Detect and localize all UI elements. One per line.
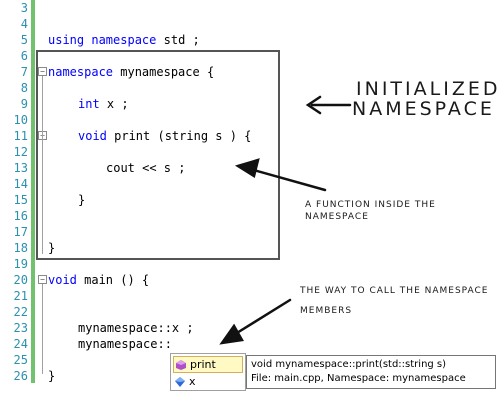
- annotation-initialized: INITIALIZED: [356, 78, 501, 100]
- code-line-11[interactable]: void print (string s ) {: [78, 129, 252, 143]
- line-number: 7: [20, 65, 28, 79]
- line-number: 17: [13, 225, 28, 239]
- line-number: 18: [13, 241, 28, 255]
- arrowhead-call: [219, 323, 244, 345]
- completion-item-label: print: [190, 358, 216, 371]
- fold-rail: [42, 284, 43, 374]
- line-number: 25: [13, 353, 28, 367]
- code-line-5[interactable]: using namespace std ;: [48, 33, 200, 47]
- line-number: 9: [20, 97, 28, 111]
- line-number: 14: [13, 177, 28, 191]
- code-line-15[interactable]: }: [78, 193, 86, 207]
- namespace-highlight-box: [36, 50, 280, 260]
- tooltip-file-info: File: main.cpp, Namespace: mynamespace: [251, 373, 466, 384]
- code-line-23[interactable]: mynamespace::x ;: [78, 321, 194, 335]
- method-icon: [176, 359, 186, 370]
- annotation-call-line1: THE WAY TO CALL THE NAMESPACE: [300, 286, 489, 296]
- arrowhead-namespace: [305, 95, 322, 115]
- line-number: 13: [13, 161, 28, 175]
- collapse-namespace-toggle[interactable]: −: [38, 67, 47, 76]
- code-line-26[interactable]: }: [48, 369, 56, 383]
- line-number: 22: [13, 305, 28, 319]
- line-number: 10: [13, 113, 28, 127]
- fold-rail: [42, 76, 43, 254]
- annotation-call-line2: MEMBERS: [300, 306, 353, 316]
- line-number: 19: [13, 257, 28, 271]
- line-number: 11: [13, 129, 28, 143]
- code-line-24[interactable]: mynamespace::: [78, 337, 172, 351]
- line-number: 16: [13, 209, 28, 223]
- change-indicator-bar: [31, 0, 35, 383]
- annotation-namespace: NAMESPACE: [352, 98, 495, 120]
- line-number: 15: [13, 193, 28, 207]
- line-number: 24: [13, 337, 28, 351]
- line-number: 5: [20, 33, 28, 47]
- completion-item-label: x: [189, 375, 196, 388]
- arrow-to-call: [230, 298, 292, 338]
- annotation-function-inside: A FUNCTION INSIDE THE NAMESPACE: [305, 200, 436, 222]
- line-number: 23: [13, 321, 28, 335]
- line-number: 6: [20, 49, 28, 63]
- code-line-13[interactable]: cout << s ;: [106, 161, 186, 175]
- signature-tooltip: void mynamespace::print(std::string s) F…: [246, 355, 496, 389]
- line-number: 12: [13, 145, 28, 159]
- completion-item-x[interactable]: x: [173, 373, 243, 390]
- arrow-to-function: [248, 167, 327, 192]
- arrowhead-function: [234, 158, 260, 178]
- line-number: 20: [13, 273, 28, 287]
- code-line-9[interactable]: int x ;: [78, 97, 129, 111]
- completion-item-print[interactable]: print: [173, 356, 243, 373]
- tooltip-signature: void mynamespace::print(std::string s): [251, 359, 447, 370]
- line-number: 21: [13, 289, 28, 303]
- intellisense-popup[interactable]: print x: [170, 353, 246, 391]
- code-line-7[interactable]: namespace mynamespace {: [48, 65, 215, 79]
- code-line-20[interactable]: void main () {: [48, 273, 150, 287]
- code-line-18[interactable]: }: [48, 241, 56, 255]
- line-number: 4: [20, 17, 28, 31]
- collapse-main-toggle[interactable]: −: [38, 275, 47, 284]
- line-number: 8: [20, 81, 28, 95]
- field-icon: [175, 376, 185, 387]
- line-number: 26: [13, 369, 28, 383]
- line-number: 3: [20, 1, 28, 15]
